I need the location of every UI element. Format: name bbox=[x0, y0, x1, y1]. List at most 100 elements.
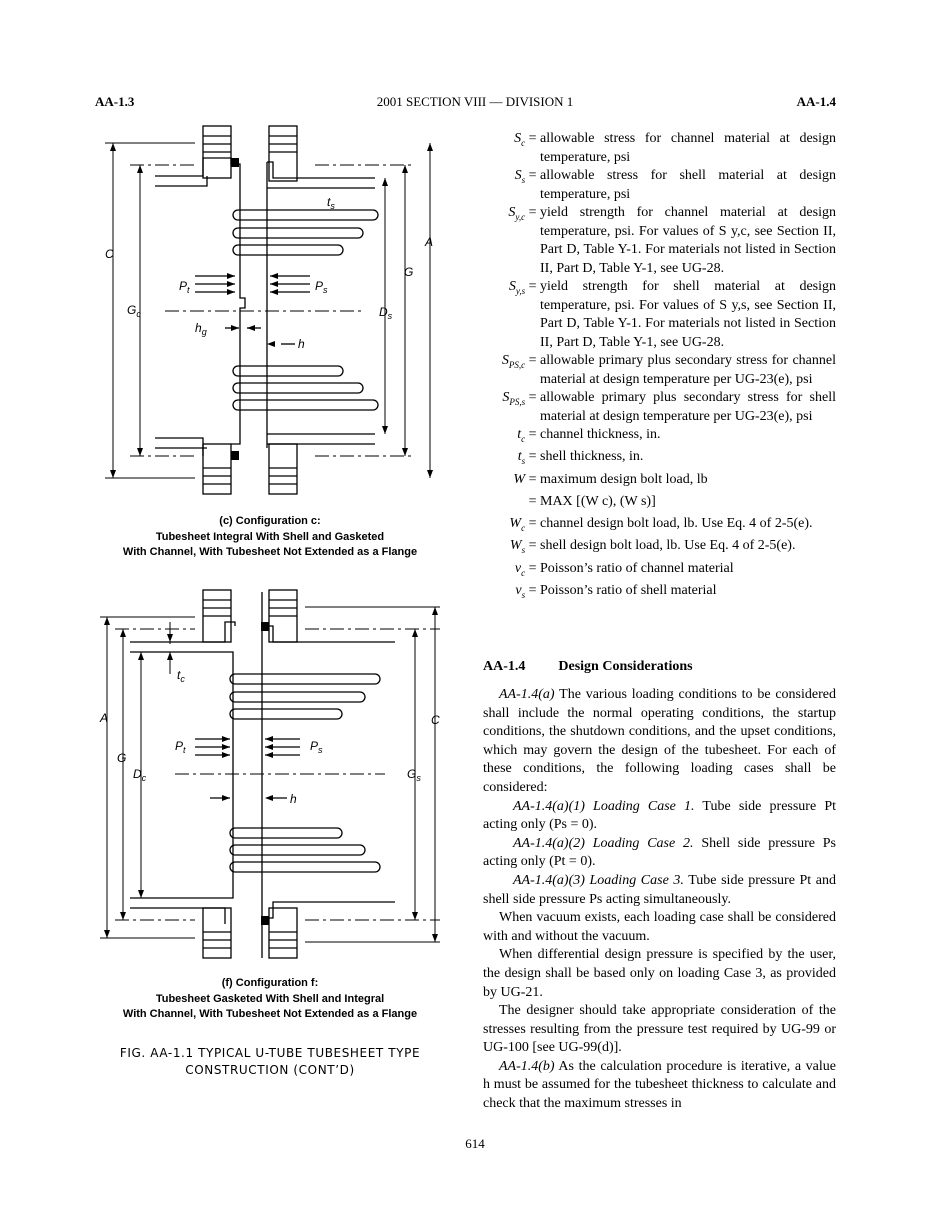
definition-text: yield strength for channel material at d… bbox=[540, 205, 836, 276]
svg-text:ts: ts bbox=[327, 195, 335, 211]
definition-text: channel thickness, in. bbox=[540, 427, 661, 442]
label-h: h bbox=[298, 337, 305, 351]
definition-text: Poisson’s ratio of channel material bbox=[540, 560, 734, 576]
definition-item: Wc = channel design bolt load, lb. Use E… bbox=[470, 515, 836, 537]
label-ps: P bbox=[315, 279, 323, 293]
svg-text:Pt: Pt bbox=[175, 739, 186, 755]
svg-text:Gs: Gs bbox=[407, 767, 421, 783]
svg-text:Ps: Ps bbox=[310, 739, 323, 755]
label-g: G bbox=[404, 265, 413, 279]
figure-f-diagram: A G Dc Pt Ps h Gs C tc bbox=[99, 589, 440, 959]
label-ps: P bbox=[310, 739, 318, 753]
figure-title-line-1: FIG. AA-1.1 TYPICAL U-TUBE TUBESHEET TYP… bbox=[119, 1046, 421, 1060]
definition-item: Sy,s = yield strength for shell material… bbox=[470, 278, 836, 352]
para-a: AA-1.4(a) The various loading conditions… bbox=[483, 687, 836, 795]
label-g: G bbox=[117, 751, 126, 765]
page-number: 614 bbox=[465, 1136, 485, 1151]
para-case-1: AA-1.4(a)(1) Loading Case 1. Tube side p… bbox=[483, 798, 836, 833]
para-differential: When differential design pressure is spe… bbox=[483, 947, 836, 1000]
label-pt-sub: t bbox=[187, 285, 190, 295]
svg-text:C: C bbox=[105, 247, 114, 261]
label-c: C bbox=[105, 247, 114, 261]
svg-text:Dc: Dc bbox=[133, 767, 147, 783]
definition-term: Sc = bbox=[514, 131, 540, 148]
definition-text: shell thickness, in. bbox=[540, 449, 644, 465]
label-ps-sub: s bbox=[323, 285, 328, 295]
para-b: AA-1.4(b) As the calculation procedure i… bbox=[483, 1058, 836, 1112]
caption-c-line-3: With Channel, With Tubesheet Not Extende… bbox=[122, 546, 418, 558]
svg-text:hg: hg bbox=[195, 321, 207, 337]
definition-term: Sy,c = bbox=[508, 205, 540, 222]
definition-item: = MAX [(W c), (W s)] bbox=[470, 493, 836, 515]
definition-term: = bbox=[528, 493, 540, 509]
definition-term: ts = bbox=[517, 449, 540, 467]
label-h: h bbox=[290, 792, 297, 806]
definition-text: Poisson’s ratio of shell material bbox=[540, 583, 717, 599]
header-left: AA-1.3 bbox=[95, 94, 135, 109]
caption-f-line-2: Tubesheet Gasketed With Shell and Integr… bbox=[155, 992, 385, 1005]
label-a: A bbox=[424, 235, 433, 249]
definition-term: SPS,s = bbox=[502, 390, 540, 407]
definition-item: Sc = allowable stress for channel materi… bbox=[470, 130, 836, 167]
caption-c-line-1: (c) Configuration c: bbox=[219, 515, 321, 527]
header-center: 2001 SECTION VIII — DIVISION 1 bbox=[376, 94, 574, 109]
label-gs-sub: s bbox=[416, 773, 421, 783]
svg-text:tc: tc bbox=[177, 668, 185, 684]
definition-term: νc = bbox=[514, 560, 540, 578]
svg-text:h: h bbox=[290, 792, 297, 806]
caption-c-line-2: Tubesheet Integral With Shell and Gasket… bbox=[155, 530, 385, 543]
svg-text:G: G bbox=[117, 751, 126, 765]
svg-text:A: A bbox=[424, 235, 433, 249]
definition-text: MAX [(W c), (W s)] bbox=[540, 493, 656, 509]
label-ds-sub: s bbox=[388, 311, 393, 321]
definition-list: Sc = allowable stress for channel materi… bbox=[470, 130, 836, 604]
label-ts-sub: s bbox=[330, 201, 335, 211]
definition-term: νs = bbox=[515, 583, 540, 600]
label-tc: t bbox=[177, 668, 181, 682]
figure-f-caption: (f) Configuration f: Tubesheet Gasketed … bbox=[95, 976, 445, 1023]
svg-text:Pt: Pt bbox=[179, 279, 190, 295]
label-dc: D bbox=[133, 767, 142, 781]
para-vacuum: When vacuum exists, each loading case sh… bbox=[483, 910, 836, 944]
definition-item: SPS,c = allowable primary plus secondary… bbox=[470, 352, 836, 389]
definition-text: allowable stress for channel material at… bbox=[540, 131, 836, 165]
definition-text: allowable primary plus secondary stress … bbox=[540, 390, 836, 424]
label-pt: P bbox=[179, 279, 187, 293]
definition-text: maximum design bolt load, lb bbox=[540, 471, 708, 487]
definition-text: allowable primary plus secondary stress … bbox=[540, 353, 836, 387]
definition-item: Sy,c = yield strength for channel materi… bbox=[470, 204, 836, 278]
svg-text:Ds: Ds bbox=[379, 305, 393, 321]
definition-term: W = bbox=[513, 471, 540, 487]
label-ts: t bbox=[327, 195, 331, 209]
label-gs: G bbox=[407, 767, 416, 781]
label-pt: P bbox=[175, 739, 183, 753]
definition-term: Ss = bbox=[514, 168, 540, 185]
definition-term: tc = bbox=[517, 427, 540, 444]
definition-term: Sy,s = bbox=[508, 279, 540, 296]
figure-c-caption: (c) Configuration c: Tubesheet Integral … bbox=[95, 514, 445, 561]
label-ps-sub: s bbox=[318, 745, 323, 755]
definition-term: Wc = bbox=[509, 516, 540, 533]
definition-text: channel design bolt load, lb. Use Eq. 4 … bbox=[540, 516, 813, 532]
definition-item: ts = shell thickness, in. bbox=[470, 448, 836, 470]
svg-text:C: C bbox=[431, 713, 440, 727]
para-case-3: AA-1.4(a)(3) Loading Case 3. Tube side p… bbox=[483, 872, 836, 907]
para-case-2: AA-1.4(a)(2) Loading Case 2. Shell side … bbox=[483, 835, 836, 870]
label-ds: D bbox=[379, 305, 388, 319]
label-a: A bbox=[99, 711, 108, 725]
para-pressure-test: The designer should take appropriate con… bbox=[483, 1003, 836, 1056]
definition-item: Ss = allowable stress for shell material… bbox=[470, 167, 836, 204]
definition-text: shell design bolt load, lb. Use Eq. 4 of… bbox=[540, 538, 796, 554]
label-dc-sub: c bbox=[142, 773, 147, 783]
definition-item: tc = channel thickness, in. bbox=[470, 426, 836, 448]
label-gc: G bbox=[127, 303, 136, 317]
para-a-text: The various loading conditions to be con… bbox=[483, 687, 836, 795]
section-title: Design Considerations bbox=[558, 659, 693, 674]
svg-text:A: A bbox=[99, 711, 108, 725]
definition-term: SPS,c = bbox=[501, 353, 540, 370]
definition-item: SPS,s = allowable primary plus secondary… bbox=[470, 389, 836, 426]
caption-f-line-3: With Channel, With Tubesheet Not Extende… bbox=[122, 1008, 418, 1020]
definition-text: allowable stress for shell material at d… bbox=[540, 168, 836, 202]
definition-item: W = maximum design bolt load, lb bbox=[470, 471, 836, 493]
svg-text:h: h bbox=[298, 337, 305, 351]
